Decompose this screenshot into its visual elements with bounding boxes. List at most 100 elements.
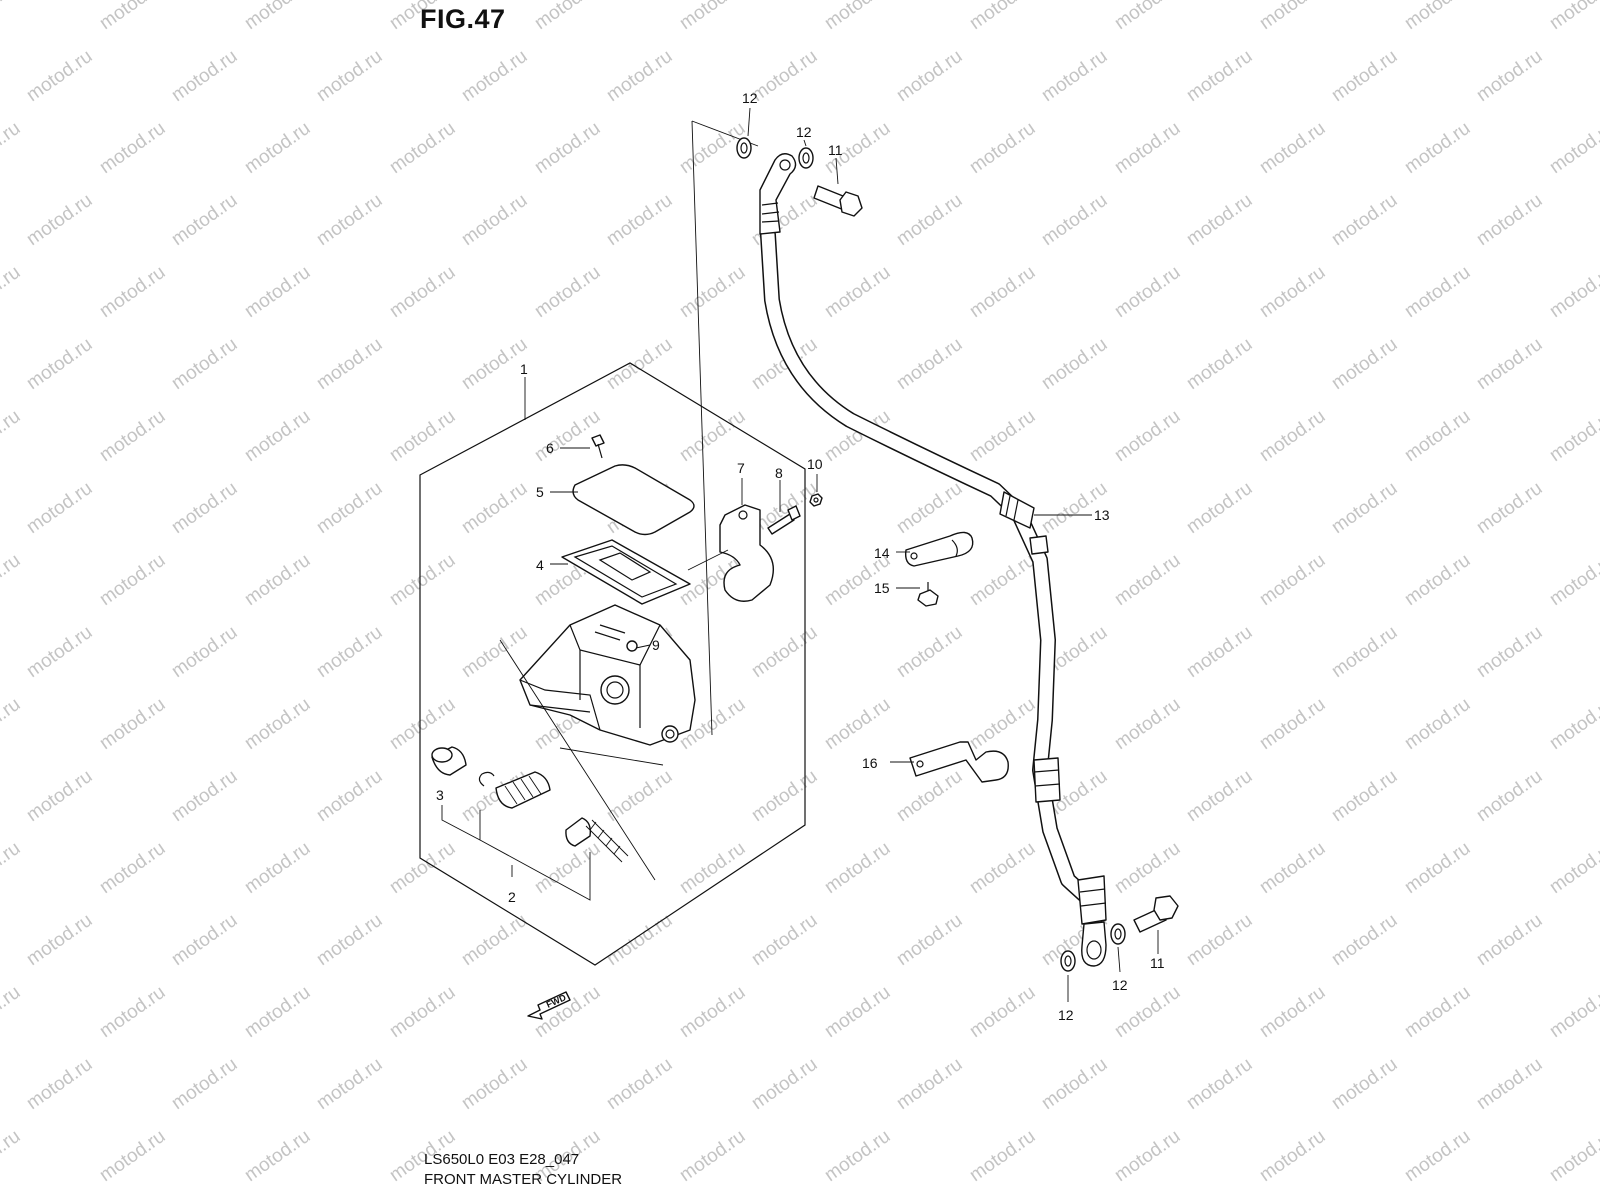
watermark-text: motod.ru bbox=[603, 910, 676, 970]
watermark-text: motod.ru bbox=[1473, 910, 1546, 970]
watermark-text: motod.ru bbox=[1546, 406, 1600, 466]
watermark-text: motod.ru bbox=[1546, 262, 1600, 322]
watermark-text: motod.ru bbox=[96, 694, 169, 754]
watermark-text: motod.ru bbox=[1401, 550, 1474, 610]
watermark-text: motod.ru bbox=[1328, 46, 1401, 106]
callout-7: 7 bbox=[737, 460, 745, 476]
watermark-text: motod.ru bbox=[0, 1126, 24, 1186]
watermark-text: motod.ru bbox=[1111, 0, 1184, 34]
watermark-text: motod.ru bbox=[458, 478, 531, 538]
watermark-text: motod.ru bbox=[1401, 262, 1474, 322]
watermark-text: motod.ru bbox=[0, 550, 24, 610]
watermark-text: motod.ru bbox=[386, 406, 459, 466]
watermark-text: motod.ru bbox=[966, 406, 1039, 466]
cap-screw bbox=[591, 434, 605, 459]
watermark-text: motod.ru bbox=[0, 118, 24, 178]
watermark-text: motod.ru bbox=[1401, 118, 1474, 178]
watermark-text: motod.ru bbox=[96, 406, 169, 466]
watermark-text: motod.ru bbox=[168, 478, 241, 538]
watermark-text: motod.ru bbox=[458, 622, 531, 682]
union-bolt-top bbox=[813, 185, 863, 217]
watermark-text: motod.ru bbox=[1111, 262, 1184, 322]
callout-11-top: 11 bbox=[828, 142, 843, 158]
watermark-text: motod.ru bbox=[23, 46, 96, 106]
watermark-text: motod.ru bbox=[1038, 1054, 1111, 1114]
brake-hose bbox=[759, 153, 1107, 967]
watermark-text: motod.ru bbox=[1473, 46, 1546, 106]
watermark-text: motod.ru bbox=[1038, 334, 1111, 394]
watermark-text: motod.ru bbox=[386, 982, 459, 1042]
watermark-text: motod.ru bbox=[966, 982, 1039, 1042]
watermark-text: motod.ru bbox=[893, 766, 966, 826]
watermark-text: motod.ru bbox=[0, 838, 24, 898]
watermark-text: motod.ru bbox=[1183, 1054, 1256, 1114]
figure-name: FRONT MASTER CYLINDER bbox=[424, 1171, 623, 1188]
watermark-text: motod.ru bbox=[966, 550, 1039, 610]
callout-12-top-b: 12 bbox=[796, 124, 812, 140]
callout-12-top-a: 12 bbox=[742, 90, 758, 106]
watermark-text: motod.ru bbox=[821, 1126, 894, 1186]
watermark-text: motod.ru bbox=[1111, 406, 1184, 466]
watermark-text: motod.ru bbox=[1256, 118, 1329, 178]
watermark-text: motod.ru bbox=[748, 1054, 821, 1114]
watermark-text: motod.ru bbox=[966, 0, 1039, 34]
callout-16: 16 bbox=[862, 755, 878, 771]
hose-clamp bbox=[904, 531, 974, 567]
watermark-text: motod.ru bbox=[893, 1054, 966, 1114]
watermark-text: motod.ru bbox=[241, 406, 314, 466]
watermark-text: motod.ru bbox=[1401, 0, 1474, 34]
watermark-text: motod.ru bbox=[1401, 982, 1474, 1042]
watermark-text: motod.ru bbox=[1328, 910, 1401, 970]
watermark-text: motod.ru bbox=[96, 1126, 169, 1186]
watermark-text: motod.ru bbox=[96, 118, 169, 178]
watermark-text: motod.ru bbox=[1183, 334, 1256, 394]
watermark-text: motod.ru bbox=[821, 694, 894, 754]
watermark-text: motod.ru bbox=[1256, 262, 1329, 322]
diaphragm-plate bbox=[561, 539, 691, 605]
watermark-text: motod.ru bbox=[458, 190, 531, 250]
watermark-text: motod.ru bbox=[386, 838, 459, 898]
watermark-text: motod.ru bbox=[676, 1126, 749, 1186]
watermark-text: motod.ru bbox=[386, 118, 459, 178]
watermark-text: motod.ru bbox=[748, 622, 821, 682]
watermark-text: motod.ru bbox=[966, 1126, 1039, 1186]
watermark-text: motod.ru bbox=[821, 838, 894, 898]
callout-11-bottom: 11 bbox=[1150, 955, 1165, 971]
clamp-bolt-15 bbox=[917, 582, 939, 607]
watermark-text: motod.ru bbox=[23, 910, 96, 970]
watermark-text: motod.ru bbox=[313, 910, 386, 970]
watermark-text: motod.ru bbox=[531, 838, 604, 898]
watermark-text: motod.ru bbox=[676, 0, 749, 34]
watermark-text: motod.ru bbox=[168, 334, 241, 394]
watermark-text: motod.ru bbox=[168, 622, 241, 682]
watermark-text: motod.ru bbox=[1546, 982, 1600, 1042]
callout-9: 9 bbox=[652, 637, 660, 653]
watermark-text: motod.ru bbox=[241, 262, 314, 322]
watermark-text: motod.ru bbox=[23, 1054, 96, 1114]
callout-8: 8 bbox=[775, 465, 783, 481]
reservoir-cap bbox=[572, 464, 695, 536]
watermark-text: motod.ru bbox=[1183, 46, 1256, 106]
washer-bottom-a bbox=[1060, 950, 1076, 972]
watermark-text: motod.ru bbox=[241, 118, 314, 178]
watermark-text: motod.ru bbox=[1473, 190, 1546, 250]
watermark-text: motod.ru bbox=[1401, 1126, 1474, 1186]
watermark-text: motod.ru bbox=[1546, 550, 1600, 610]
watermark-text: motod.ru bbox=[748, 46, 821, 106]
watermark-text: motod.ru bbox=[821, 262, 894, 322]
watermark-text: motod.ru bbox=[1473, 334, 1546, 394]
hose-bracket bbox=[909, 741, 1009, 783]
watermark-text: motod.ru bbox=[1401, 838, 1474, 898]
watermark-text: motod.ru bbox=[1183, 478, 1256, 538]
watermark-text: motod.ru bbox=[748, 910, 821, 970]
watermark-text: motod.ru bbox=[168, 1054, 241, 1114]
watermark-text: motod.ru bbox=[893, 334, 966, 394]
watermark-text: motod.ru bbox=[0, 406, 24, 466]
watermark-text: motod.ru bbox=[23, 766, 96, 826]
watermark-text: motod.ru bbox=[1546, 694, 1600, 754]
watermark-text: motod.ru bbox=[748, 766, 821, 826]
watermark-text: motod.ru bbox=[1256, 1126, 1329, 1186]
union-bolt-bottom bbox=[1133, 895, 1179, 933]
watermark-text: motod.ru bbox=[603, 190, 676, 250]
watermark-text: motod.ru bbox=[386, 262, 459, 322]
